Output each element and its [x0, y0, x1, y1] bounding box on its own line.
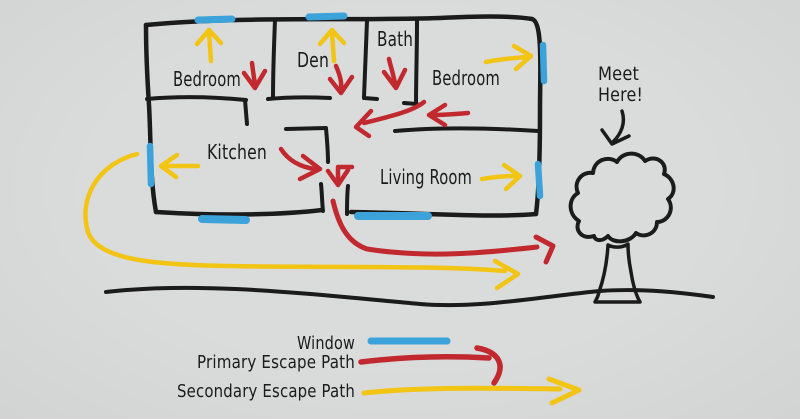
legend-secondary-arrow	[361, 376, 582, 406]
arrow-kitchen-to-door	[278, 146, 323, 182]
tree-trunk	[593, 242, 642, 304]
wall-living-room-top	[393, 126, 540, 133]
legend-window-label: Window	[297, 333, 355, 354]
room-label-bedroom-right: Bedroom	[432, 66, 500, 90]
legend-secondary-label: Secondary Escape Path	[177, 381, 355, 402]
meet-here-label-line2: Here!	[598, 84, 643, 106]
primary-escape-arrows	[241, 56, 556, 265]
arrow-living-room-to-window	[479, 162, 523, 192]
arrow-bath-to-hall	[381, 56, 408, 91]
arrow-hall-to-front-door	[325, 164, 355, 188]
arrow-bedroom-left-to-window	[194, 27, 224, 64]
secondary-escape-path-to-tree	[83, 151, 521, 291]
window-marker	[534, 160, 544, 200]
room-label-bath: Bath	[377, 27, 413, 51]
wall-bath-bedroom-divider	[402, 19, 419, 106]
room-label-den: Den	[297, 48, 329, 72]
arrow-den-to-window	[317, 27, 347, 64]
meet-here-label-line1: Meet	[598, 63, 639, 85]
wall-den-bath-divider	[362, 19, 379, 101]
window-marker	[198, 215, 250, 224]
tree-canopy	[568, 151, 676, 244]
arrow-den-to-hall	[327, 63, 355, 96]
wall-hall-stub	[243, 98, 249, 126]
wall-living-room-door-side	[345, 184, 350, 216]
arrow-kitchen-to-window	[158, 152, 201, 180]
meeting-area: Meet Here!	[104, 63, 715, 308]
window-markers	[146, 12, 548, 224]
room-labels: Bedroom Den Bath Bedroom Kitchen Living …	[173, 27, 500, 189]
wall-bedroom-left-bottom	[145, 95, 248, 102]
room-label-kitchen: Kitchen	[207, 140, 267, 164]
primary-escape-path-to-tree	[330, 198, 556, 265]
secondary-escape-arrows	[83, 27, 534, 291]
legend: Window Primary Escape Path Secondary Esc…	[177, 333, 582, 406]
wall-bedroom-den-divider	[271, 18, 277, 100]
wall-den-bottom	[266, 95, 332, 101]
arrow-bedroom-left-to-hall	[241, 60, 268, 91]
wall-kitchen-door-side	[319, 182, 325, 213]
window-marker	[194, 15, 236, 24]
window-marker	[146, 142, 155, 188]
arrow-hall-curve-down	[353, 99, 427, 139]
legend-primary-arrow	[358, 345, 503, 386]
wall-hallway-corner	[284, 126, 330, 164]
arrow-bedroom-right-to-window	[483, 43, 534, 72]
room-label-living-room: Living Room	[380, 165, 472, 189]
room-label-bedroom-left: Bedroom	[173, 67, 241, 91]
window-marker	[539, 41, 548, 85]
meet-here-arrow	[600, 109, 631, 146]
legend-primary-label: Primary Escape Path	[197, 352, 355, 373]
wall-outer-bottom-left	[153, 207, 325, 217]
arrow-bedroom-right-to-hall	[426, 102, 471, 128]
house-floor-plan	[143, 14, 543, 218]
window-marker	[305, 12, 348, 21]
ground-line	[104, 285, 715, 308]
